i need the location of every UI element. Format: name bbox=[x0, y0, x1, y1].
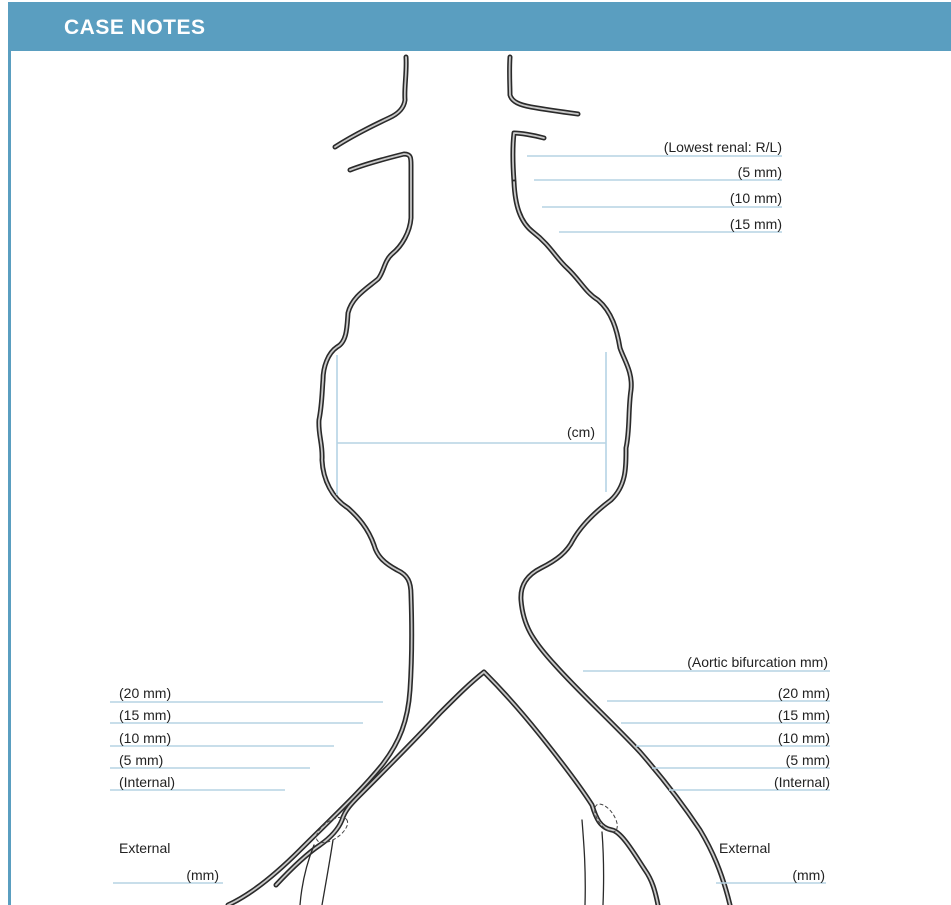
aneurysm-diameter-label: (cm) bbox=[567, 424, 595, 440]
right-internal-iliac-branch bbox=[582, 820, 585, 905]
left-external-mm-label: (mm) bbox=[186, 867, 219, 883]
aorta-right-wall bbox=[514, 182, 730, 905]
measurement-fill-lines bbox=[110, 156, 830, 883]
right-lower-10mm-label: (10 mm) bbox=[778, 730, 830, 746]
aneurysm-caliper bbox=[337, 352, 606, 495]
left-lower-15mm-label: (15 mm) bbox=[119, 707, 171, 723]
renal-notch-right bbox=[513, 133, 544, 182]
aorta-upper-right-wall bbox=[510, 57, 578, 114]
right-lower-15mm-label: (15 mm) bbox=[778, 707, 830, 723]
aortic-bifurcation-crotch bbox=[276, 672, 658, 905]
right-lower-5mm-label: (5 mm) bbox=[786, 752, 830, 768]
left-lower-20mm-label: (20 mm) bbox=[119, 685, 171, 701]
right-upper-10mm-label: (10 mm) bbox=[730, 190, 782, 206]
left-external-label: External bbox=[119, 840, 170, 856]
right-internal-label: (Internal) bbox=[774, 774, 830, 790]
right-external-mm-label: (mm) bbox=[792, 867, 825, 883]
right-external-label: External bbox=[719, 840, 770, 856]
left-lower-5mm-label: (5 mm) bbox=[119, 752, 163, 768]
aortic-bifurcation-label: (Aortic bifurcation mm) bbox=[687, 654, 828, 670]
left-lower-10mm-label: (10 mm) bbox=[119, 730, 171, 746]
right-lower-20mm-label: (20 mm) bbox=[778, 685, 830, 701]
right-upper-15mm-label: (15 mm) bbox=[730, 216, 782, 232]
lowest-renal-label: (Lowest renal: R/L) bbox=[664, 139, 782, 155]
left-internal-label: (Internal) bbox=[119, 774, 175, 790]
right-upper-5mm-label: (5 mm) bbox=[738, 164, 782, 180]
aorta-upper-left-wall bbox=[335, 57, 406, 147]
